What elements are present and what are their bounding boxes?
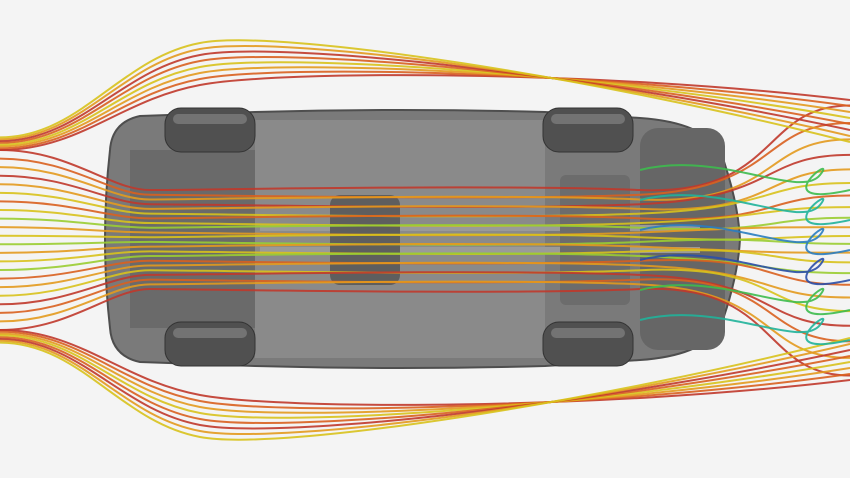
streamline-bottom bbox=[0, 338, 850, 430]
streamline-underbody bbox=[0, 261, 850, 299]
streamline-underbody bbox=[0, 271, 850, 327]
tyre-highlight bbox=[551, 328, 625, 338]
streamline-top bbox=[0, 56, 850, 144]
streamline-underbody bbox=[0, 168, 850, 211]
streamline-top bbox=[0, 45, 850, 141]
streamline-underbody bbox=[0, 280, 850, 359]
streamline-underbody bbox=[0, 138, 850, 201]
streamline-top bbox=[0, 66, 850, 148]
streamline-wake bbox=[639, 194, 850, 226]
engine-bay bbox=[130, 150, 255, 328]
streamlines bbox=[0, 39, 850, 441]
streamline-bottom bbox=[0, 329, 850, 406]
streamline-bottom bbox=[0, 336, 850, 424]
streamline-wake bbox=[639, 224, 850, 256]
streamline-bottom bbox=[0, 339, 850, 435]
streamline-top bbox=[0, 39, 850, 143]
streamline-underbody bbox=[0, 287, 850, 377]
streamline-top bbox=[0, 74, 850, 151]
streamline-underbody bbox=[0, 194, 850, 221]
streamline-top bbox=[0, 61, 850, 146]
streamline-bottom bbox=[0, 332, 850, 414]
streamline-wake bbox=[639, 254, 850, 286]
streamline-top bbox=[0, 50, 850, 142]
streamline-bottom bbox=[0, 334, 850, 419]
wheels bbox=[164, 107, 634, 367]
tyre-highlight bbox=[173, 328, 247, 338]
tyre-highlight bbox=[551, 114, 625, 124]
rear-axle bbox=[560, 175, 630, 305]
tyre-highlight bbox=[173, 114, 247, 124]
streamline-wake bbox=[639, 284, 850, 316]
streamline-wake bbox=[639, 314, 850, 346]
streamline-underbody bbox=[0, 233, 850, 241]
streamline-wake bbox=[639, 164, 850, 196]
streamline-underbody bbox=[0, 242, 850, 254]
streamline-bottom bbox=[0, 330, 850, 410]
streamline-underbody bbox=[0, 104, 850, 192]
streamline-top bbox=[0, 70, 850, 150]
streamline-bottom bbox=[0, 337, 850, 441]
streamline-underbody bbox=[0, 216, 850, 231]
